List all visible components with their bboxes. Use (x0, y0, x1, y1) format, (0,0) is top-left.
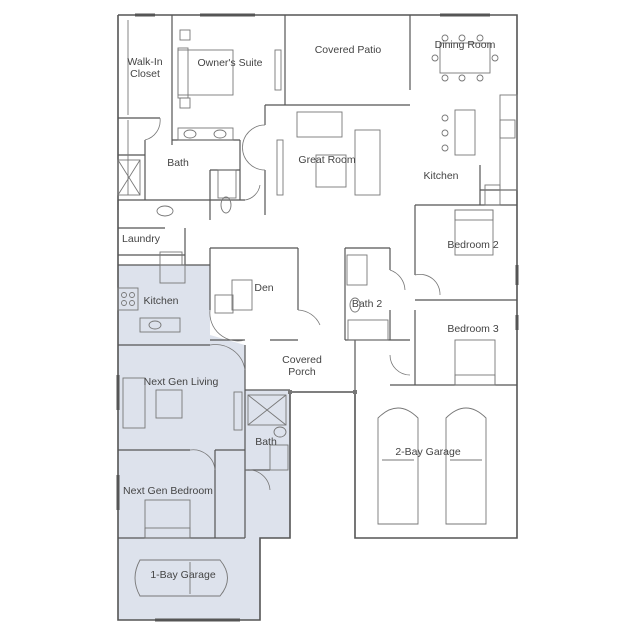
room-label-walk-in-closet: Walk-In Closet (127, 56, 163, 80)
windows (116, 13, 519, 622)
room-label-covered-patio: Covered Patio (314, 44, 382, 56)
room-label-bedroom-3: Bedroom 3 (447, 323, 499, 335)
room-label-two-bay-garage: 2-Bay Garage (395, 446, 461, 458)
room-label-bath-next-gen: Bath (255, 436, 277, 448)
room-label-next-gen-living: Next Gen Living (143, 376, 219, 388)
room-label-one-bay-garage: 1-Bay Garage (150, 569, 216, 581)
room-label-laundry: Laundry (122, 233, 160, 245)
room-label-kitchen-main: Kitchen (423, 170, 459, 182)
room-label-bedroom-2: Bedroom 2 (447, 239, 499, 251)
next-gen-suite-area (118, 265, 290, 620)
fixtures (117, 20, 518, 597)
porch-posts (288, 390, 357, 394)
room-label-great-room: Great Room (298, 154, 356, 166)
room-label-owners-suite: Owner's Suite (197, 57, 263, 69)
room-label-den: Den (254, 282, 274, 294)
room-label-dining-room: Dining Room (434, 39, 496, 51)
room-label-next-gen-bedroom: Next Gen Bedroom (123, 485, 213, 497)
room-label-bath-main: Bath (167, 157, 189, 169)
room-label-kitchen-next-gen: Kitchen (143, 295, 179, 307)
door-swings (144, 117, 441, 491)
room-label-bath-2: Bath 2 (351, 298, 383, 310)
room-label-covered-porch: Covered Porch (282, 354, 322, 378)
